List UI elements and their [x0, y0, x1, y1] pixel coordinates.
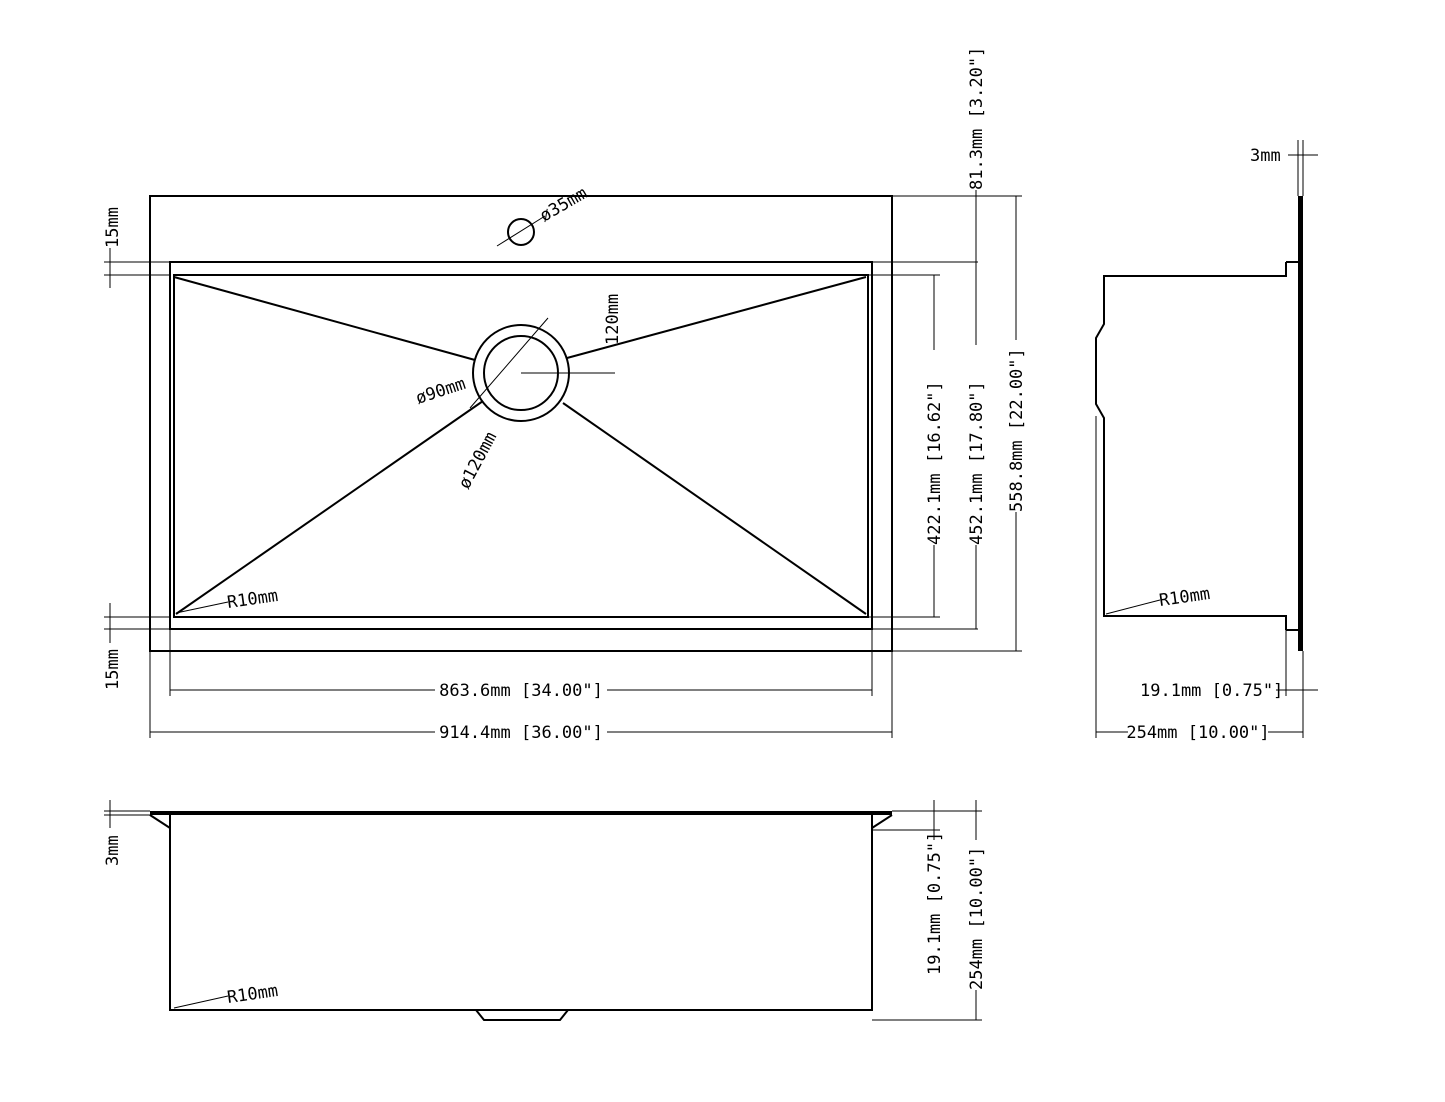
front-profile	[169, 815, 873, 1011]
bowl-outer-outline	[169, 261, 873, 630]
drain-leader	[469, 317, 549, 409]
label-bowl-inner-depth: 422.1mm [16.62"]	[925, 381, 945, 545]
label-drain-inner: ø90mm	[413, 374, 468, 409]
top-view: 15mm 15mm 863.6mm [34.00"] 914.4mm [36.0…	[103, 47, 1027, 743]
side-view: 3mm 19.1mm [0.75"] 254mm [10.00"] R10mm	[1095, 140, 1318, 743]
dim-front-flange: 3mm	[103, 800, 150, 866]
dim-overall-width: 914.4mm [36.00"]	[149, 651, 893, 743]
label-side-corner-radius: R10mm	[1158, 584, 1211, 611]
label-side-flange: 3mm	[1250, 146, 1281, 166]
dim-back-deck: 81.3mm [3.20"]	[892, 47, 1022, 262]
label-top-corner-radius: R10mm	[226, 586, 279, 613]
label-bowl-outer-depth: 452.1mm [17.80"]	[967, 381, 987, 545]
label-front-flange: 3mm	[103, 835, 123, 866]
dim-side-flange: 3mm	[1250, 140, 1318, 196]
dim-side-offset: 19.1mm [0.75"]	[1140, 630, 1318, 701]
dim-top-rim: 15mm	[103, 207, 978, 288]
dim-front-offset: 19.1mm [0.75"]	[872, 800, 945, 975]
bowl-slope-lines	[173, 276, 867, 615]
label-bottom-rim: 15mm	[103, 649, 123, 690]
side-profile	[1095, 262, 1287, 630]
front-flange	[150, 811, 892, 815]
dim-bowl-inner-depth: 422.1mm [16.62"]	[606, 274, 945, 618]
dim-bottom-rim: 15mm	[103, 603, 978, 690]
label-side-offset: 19.1mm [0.75"]	[1140, 681, 1283, 701]
dim-front-depth: 254mm [10.00"]	[872, 800, 987, 1021]
label-side-depth: 254mm [10.00"]	[1126, 723, 1269, 743]
label-back-deck: 81.3mm [3.20"]	[967, 47, 987, 190]
sink-outline	[149, 195, 893, 652]
label-drain-outer: ø120mm	[455, 429, 501, 493]
label-top-rim: 15mm	[103, 207, 123, 248]
bowl-inner-outline	[173, 274, 869, 618]
faucet-leader	[496, 215, 546, 247]
front-drain	[475, 1009, 569, 1021]
label-faucet-hole: ø35mm	[537, 183, 591, 226]
label-drain-offset: 120mm	[603, 294, 623, 345]
label-front-corner-radius: R10mm	[226, 981, 279, 1008]
dim-side-depth: 254mm [10.00"]	[1095, 416, 1304, 743]
label-overall-depth: 558.8mm [22.00"]	[1007, 348, 1027, 512]
front-view: 3mm 19.1mm [0.75"] 254mm [10.00"] R10mm	[103, 800, 987, 1021]
dim-bowl-width: 863.6mm [34.00"]	[169, 629, 873, 701]
faucet-hole	[507, 218, 535, 246]
label-bowl-width: 863.6mm [34.00"]	[439, 681, 603, 701]
label-overall-width: 914.4mm [36.00"]	[439, 723, 603, 743]
label-front-depth: 254mm [10.00"]	[967, 847, 987, 990]
side-flange	[1298, 196, 1303, 651]
dim-overall-depth: 558.8mm [22.00"]	[892, 196, 1027, 652]
label-front-offset: 19.1mm [0.75"]	[925, 832, 945, 975]
dim-bowl-outer-depth: 452.1mm [17.80"]	[967, 262, 987, 629]
